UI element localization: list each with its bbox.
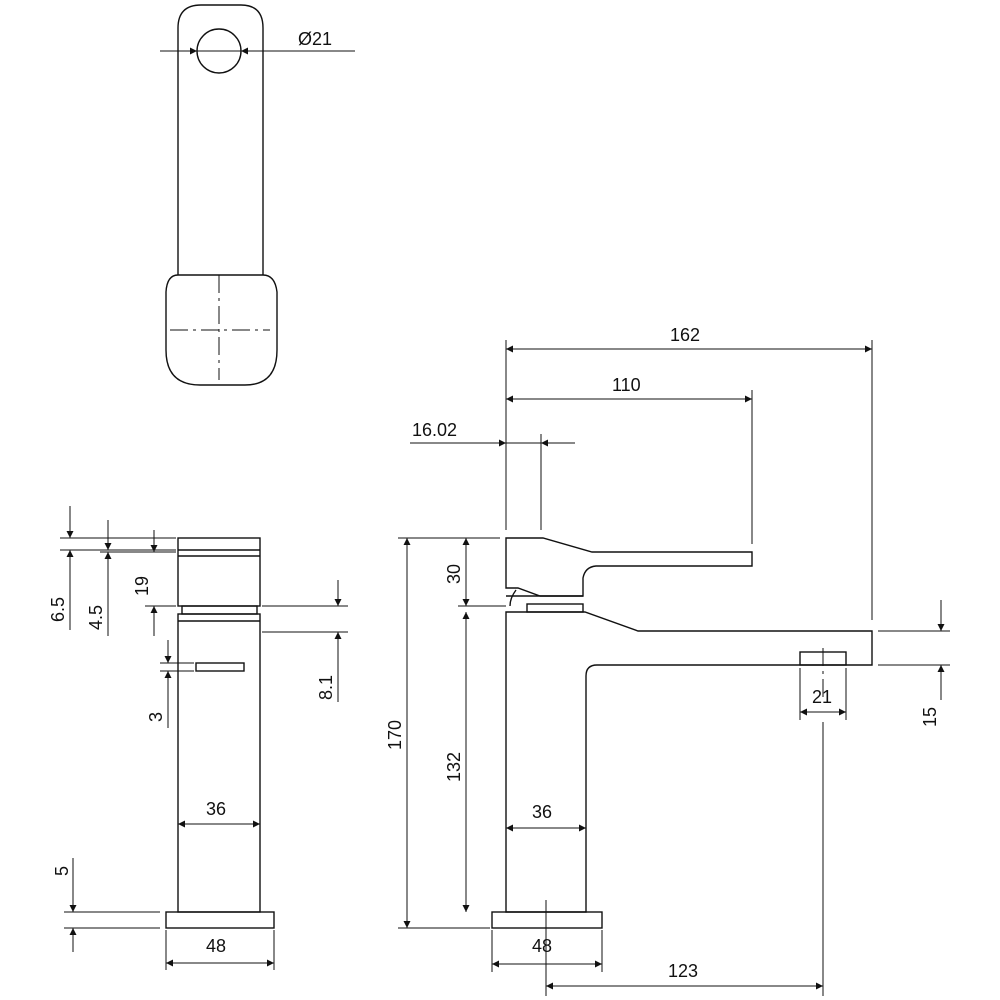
side-dim-8-1-label: 8.1 [316, 675, 336, 700]
front-dim-16-02-label: 16.02 [412, 420, 457, 440]
front-view: 162 110 16.02 30 170 132 36 48 [385, 325, 950, 996]
front-dim-110-label: 110 [612, 375, 641, 395]
front-dim-30-label: 30 [444, 564, 464, 584]
front-dim-123-label: 123 [668, 961, 698, 981]
side-view-collar [181, 605, 258, 615]
front-dim-36-label: 36 [532, 802, 552, 822]
top-view-body-outline [177, 4, 264, 275]
side-dim-5-label: 5 [52, 866, 72, 876]
front-dim-132-label: 132 [444, 752, 464, 782]
side-dim-36-label: 36 [206, 799, 226, 819]
front-dim-21-label: 21 [812, 687, 832, 707]
side-view-base-plate [165, 911, 275, 929]
top-view-lever-outline [165, 274, 278, 386]
front-dim-162-label: 162 [670, 325, 700, 345]
side-dim-3-label: 3 [146, 712, 166, 722]
front-dim-48-label: 48 [532, 936, 552, 956]
side-dim-6-5-label: 6.5 [48, 597, 68, 622]
front-view-body-spout [505, 611, 873, 913]
side-view: 6.5 4.5 19 8.1 3 36 5 48 [48, 506, 348, 970]
front-view-collar [526, 603, 584, 613]
front-view-lever [505, 537, 753, 597]
front-view-base-plate [491, 911, 603, 929]
side-dim-48-label: 48 [206, 936, 226, 956]
side-view-lever-block [177, 537, 261, 607]
top-view-diameter-label: Ø21 [298, 29, 332, 49]
front-dim-15-label: 15 [920, 707, 940, 727]
side-dim-19-label: 19 [132, 576, 152, 596]
front-view-cartridge-curve [509, 589, 517, 607]
top-view: Ø21 [160, 4, 355, 386]
front-dim-170-label: 170 [385, 720, 405, 750]
side-view-aerator [195, 662, 245, 672]
side-dim-4-5-label: 4.5 [86, 605, 106, 630]
side-view-body [177, 613, 261, 913]
